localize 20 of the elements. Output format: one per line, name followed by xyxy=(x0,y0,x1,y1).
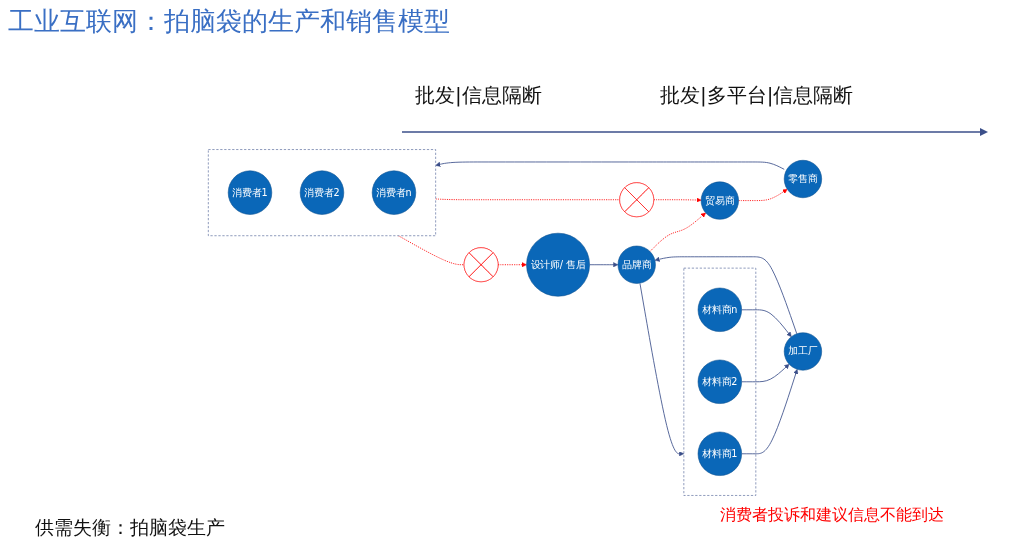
cluster xyxy=(208,149,436,236)
connector xyxy=(397,235,465,266)
node-circle: 材料商2 xyxy=(697,359,742,404)
note: 消费者投诉和建议信息不能到达 xyxy=(720,505,944,526)
flow-label: 批发|多平台|信息隔断 xyxy=(660,82,854,109)
node-circle: 零售商 xyxy=(783,160,822,199)
cluster xyxy=(683,267,757,496)
connector xyxy=(435,198,621,201)
node-circle: 材料商1 xyxy=(697,431,742,476)
flow-label: 批发|信息隔断 xyxy=(415,82,542,109)
node-circle: 消费者2 xyxy=(299,170,345,215)
node-circle: 材料商n xyxy=(697,287,742,332)
caption: 供需失衡：拍脑袋生产 xyxy=(35,515,225,540)
title: 工业互联网：拍脑袋的生产和销售模型 xyxy=(8,5,450,38)
node-circle: 加工厂 xyxy=(783,332,822,371)
node-circle: 消费者1 xyxy=(227,170,273,215)
node-circle: 设计师/ 售后 xyxy=(526,232,590,297)
node-circle: 消费者n xyxy=(371,170,417,215)
node-circle: 品牌商 xyxy=(617,245,656,284)
node-circle: 贸易商 xyxy=(700,181,739,220)
